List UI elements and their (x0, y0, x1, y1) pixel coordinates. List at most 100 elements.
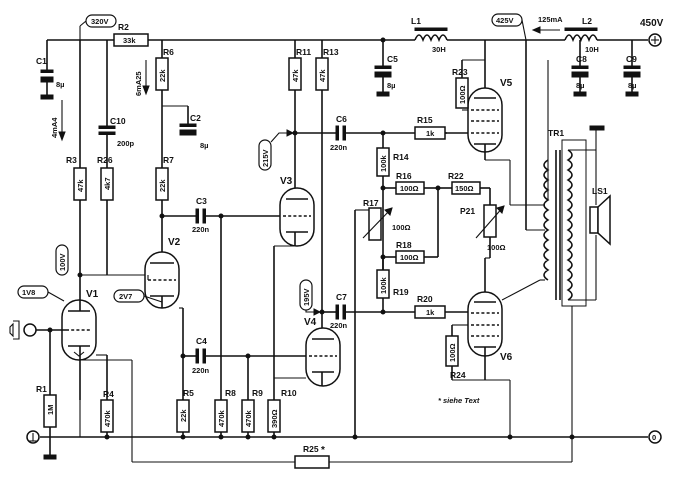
svg-text:R16: R16 (396, 171, 412, 181)
svg-text:V5: V5 (500, 78, 513, 89)
svg-text:470k: 470k (103, 409, 112, 427)
svg-text:220n: 220n (192, 366, 210, 375)
svg-text:100Ω: 100Ω (400, 253, 419, 262)
input-jack-icon (9, 320, 37, 340)
svg-text:R5: R5 (183, 388, 194, 398)
svg-text:R20: R20 (417, 294, 433, 304)
svg-text:200p: 200p (117, 139, 135, 148)
svg-text:0: 0 (652, 433, 656, 442)
tube-v2 (144, 251, 180, 309)
capacitor-c1 (40, 69, 54, 73)
svg-text:L1: L1 (411, 16, 421, 26)
svg-text:V1: V1 (86, 289, 99, 300)
svg-text:100Ω: 100Ω (400, 184, 419, 193)
speaker-icon (589, 194, 611, 246)
svg-text:R2: R2 (118, 22, 129, 32)
svg-text:R15: R15 (417, 115, 433, 125)
svg-text:1k: 1k (426, 308, 435, 317)
svg-text:390Ω: 390Ω (270, 409, 279, 428)
svg-text:C9: C9 (626, 54, 637, 64)
resistor-r25 (294, 455, 330, 469)
tube-v6 (467, 291, 503, 357)
svg-text:R9: R9 (252, 388, 263, 398)
svg-text:R10: R10 (281, 388, 297, 398)
svg-text:C1: C1 (36, 56, 47, 66)
label-450v: 450V (640, 18, 664, 29)
svg-text:C3: C3 (196, 196, 207, 206)
tube-v3 (279, 187, 315, 247)
svg-text:100Ω: 100Ω (392, 223, 411, 232)
capacitor-c2 (179, 123, 197, 127)
svg-text:47k: 47k (318, 69, 327, 82)
svg-text:30H: 30H (432, 45, 446, 54)
svg-text:R3: R3 (66, 155, 77, 165)
svg-text:100V: 100V (58, 253, 67, 271)
svg-text:R22: R22 (448, 171, 464, 181)
svg-text:C6: C6 (336, 114, 347, 124)
svg-text:100Ω: 100Ω (448, 343, 457, 362)
potentiometer-r17 (362, 207, 393, 241)
capacitor-c4 (195, 348, 199, 364)
svg-text:1M: 1M (46, 405, 55, 415)
tube-v1 (61, 299, 97, 361)
svg-text:215V: 215V (261, 149, 270, 167)
svg-text:R23: R23 (452, 67, 468, 77)
svg-text:C2: C2 (190, 113, 201, 123)
svg-text:R24: R24 (450, 370, 466, 380)
svg-text:R7: R7 (163, 155, 174, 165)
svg-text:R18: R18 (396, 240, 412, 250)
svg-text:6mA25: 6mA25 (134, 71, 143, 96)
resistor-r2 (113, 33, 149, 47)
svg-text:470k: 470k (244, 409, 253, 427)
svg-text:320V: 320V (91, 17, 109, 26)
svg-text:R1: R1 (36, 384, 47, 394)
svg-text:P21: P21 (460, 206, 475, 216)
tag-215v (258, 139, 272, 171)
potentiometer-p21 (475, 204, 505, 239)
svg-text:1k: 1k (426, 129, 435, 138)
svg-text:C5: C5 (387, 54, 398, 64)
capacitor-c5 (374, 65, 392, 69)
plus-terminal-icon (648, 33, 662, 47)
svg-text:4k7: 4k7 (103, 177, 112, 190)
capacitor-c6 (335, 125, 339, 141)
svg-text:425V: 425V (496, 16, 514, 25)
svg-text:V6: V6 (500, 352, 513, 363)
resistor-r23 (455, 77, 469, 109)
svg-text:22k: 22k (179, 409, 188, 422)
svg-text:100Ω: 100Ω (487, 243, 506, 252)
svg-text:R8: R8 (225, 388, 236, 398)
tube-v5 (467, 87, 503, 153)
svg-text:R13: R13 (323, 47, 339, 57)
tag-100v (55, 244, 69, 276)
svg-text:470k: 470k (217, 409, 226, 427)
inductor-l2 (564, 27, 598, 43)
svg-text:*: * (321, 445, 325, 456)
footnote: * siehe Text (438, 396, 480, 405)
svg-text:220n: 220n (192, 225, 210, 234)
ground-icon (625, 91, 639, 97)
svg-text:220n: 220n (330, 321, 348, 330)
svg-text:R25: R25 (303, 444, 319, 454)
svg-text:C7: C7 (336, 292, 347, 302)
capacitor-c8 (571, 65, 589, 69)
svg-text:8µ: 8µ (576, 81, 585, 90)
svg-text:2V7: 2V7 (119, 292, 132, 301)
ground-icon (40, 94, 54, 100)
svg-text:C8: C8 (576, 54, 587, 64)
svg-text:100k: 100k (379, 276, 388, 294)
svg-text:1V8: 1V8 (22, 288, 35, 297)
resistor-r20 (414, 305, 446, 319)
svg-text:R26: R26 (97, 155, 113, 165)
svg-text:R17: R17 (363, 198, 379, 208)
capacitor-c3 (195, 208, 199, 224)
svg-text:100k: 100k (379, 154, 388, 172)
ground-icon (43, 454, 57, 460)
svg-text:R14: R14 (393, 152, 409, 162)
svg-text:C10: C10 (110, 116, 126, 126)
svg-text:8µ: 8µ (56, 80, 65, 89)
svg-text:8µ: 8µ (200, 141, 209, 150)
ground-terminal-icon (26, 430, 40, 444)
svg-text:C4: C4 (196, 336, 207, 346)
svg-text:195V: 195V (302, 288, 311, 306)
